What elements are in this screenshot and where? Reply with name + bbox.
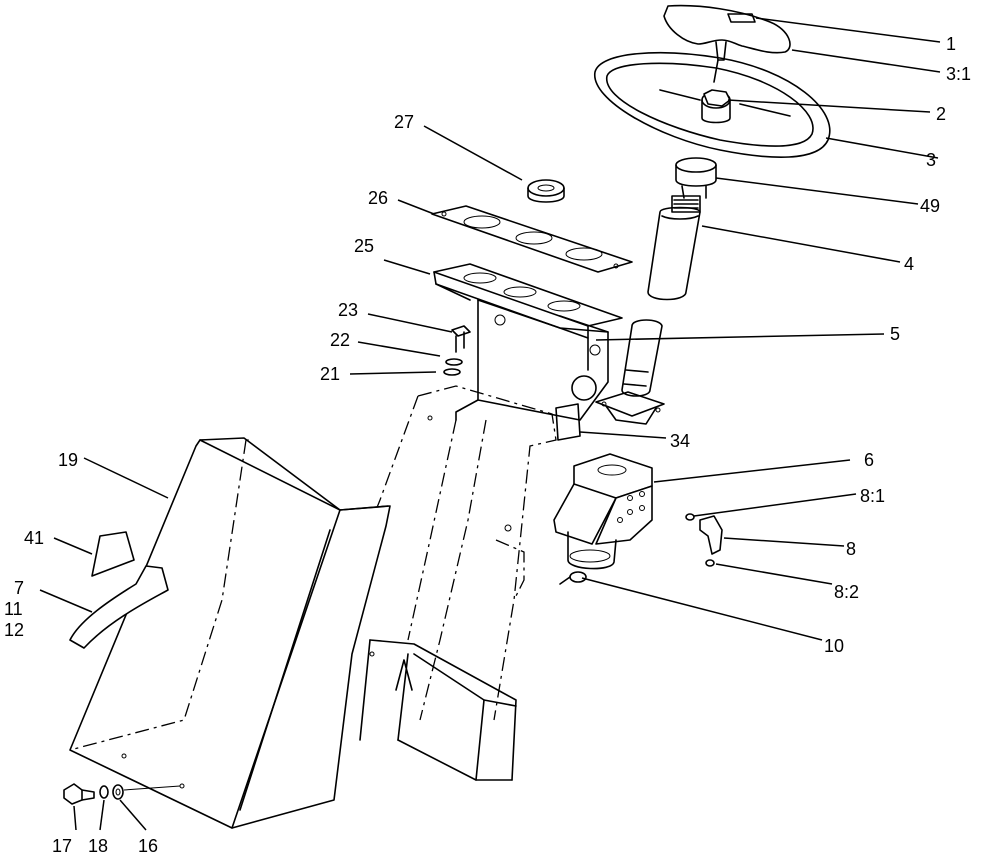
callout-21: 21 (320, 364, 340, 384)
callout-5: 5 (890, 324, 900, 344)
callout-8: 8 (846, 539, 856, 559)
callout-17: 17 (52, 836, 72, 856)
bolt-set (63, 783, 185, 805)
screw (559, 571, 587, 585)
callout-16: 16 (138, 836, 158, 856)
decal-41 (91, 531, 135, 577)
callout-19: 19 (58, 450, 78, 470)
console-cover (69, 437, 391, 829)
grommet (527, 179, 565, 203)
callout-11: 11 (4, 599, 23, 619)
callout-12: 12 (4, 620, 24, 640)
steering-shaft (647, 195, 701, 301)
lower-tube (359, 639, 517, 781)
callout-49: 49 (920, 196, 940, 216)
callout-10: 10 (824, 636, 844, 656)
callout-41: 41 (24, 528, 44, 548)
bolt-and-washers (443, 325, 471, 376)
callout-6: 6 (864, 450, 874, 470)
callout-26: 26 (368, 188, 388, 208)
nut (703, 89, 731, 107)
decal (555, 403, 581, 441)
callout-8-1: 8:1 (860, 486, 885, 506)
callout-23: 23 (338, 300, 358, 320)
steering-valve (553, 453, 653, 570)
callout-27: 27 (394, 112, 414, 132)
callout-18: 18 (88, 836, 108, 856)
callout-1: 1 (946, 34, 956, 54)
callout-3-1: 3:1 (946, 64, 971, 84)
elbow-fitting (685, 513, 723, 567)
callout-4: 4 (904, 254, 914, 274)
bushing (675, 157, 717, 199)
callout-8-2: 8:2 (834, 582, 859, 602)
handle (69, 565, 169, 649)
callout-labels: 1 3:1 2 3 49 4 27 26 25 23 5 22 21 34 6 … (4, 34, 971, 856)
bracket (455, 299, 609, 421)
gasket-plate (431, 205, 633, 273)
callout-7: 7 (14, 578, 24, 598)
wheel-cap (663, 4, 791, 61)
leader-lines (39, 17, 941, 831)
column-housing (595, 319, 665, 425)
callout-25: 25 (354, 236, 374, 256)
callout-3: 3 (926, 150, 936, 170)
callout-22: 22 (330, 330, 350, 350)
callout-34: 34 (670, 431, 690, 451)
callout-2: 2 (936, 104, 946, 124)
